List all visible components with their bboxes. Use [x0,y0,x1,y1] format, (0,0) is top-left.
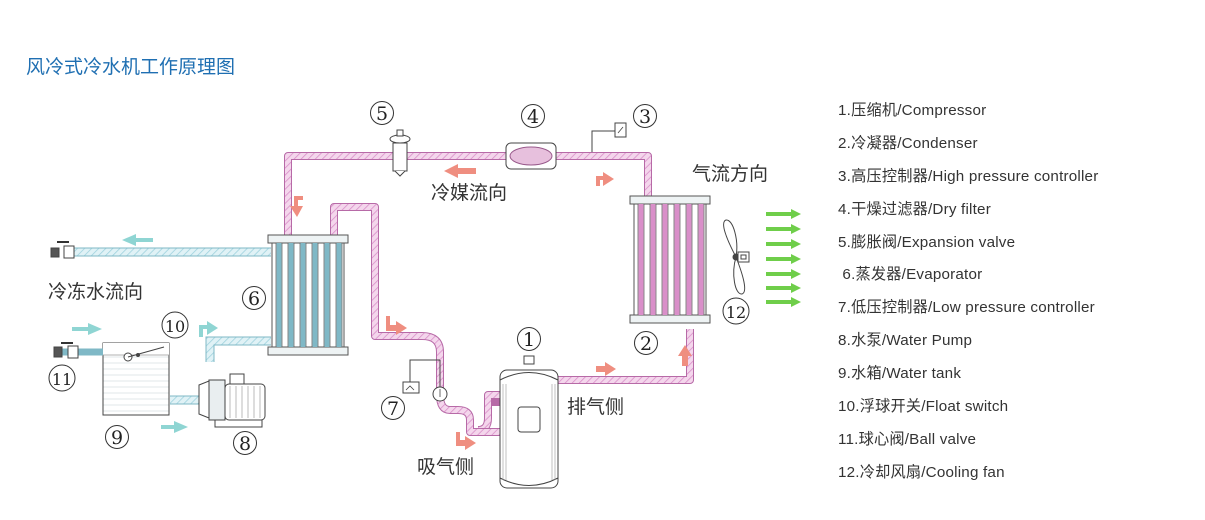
legend-item: 1.压缩机/Compressor [838,102,987,119]
callout-evaporator: 6 [248,288,260,310]
compressor [499,355,559,489]
legend-item: 8.水泵/Water Pump [838,332,973,350]
page-title: 风冷式冷水机工作原理图 [26,56,236,78]
callout-float-switch: 10 [165,317,185,336]
callout-ball-valve: 11 [52,370,72,389]
legend-item: 3.高压控制器/High pressure controller [838,167,1099,185]
suction-side-label: 吸气侧 [417,456,474,478]
refrigerant-flow-arrows [290,164,692,450]
callout-dry-filter: 4 [527,106,539,128]
callout-low-pressure-controller: 7 [387,398,399,420]
legend-item: 5.膨胀阀/Expansion valve [838,233,1016,251]
air-flow-label: 气流方向 [692,163,768,185]
callout-water-tank: 9 [111,427,123,449]
water-flow-arrows [72,234,218,433]
chilled-water-flow-label: 冷冻水流向 [48,281,143,303]
callout-high-pressure-controller: 3 [639,106,651,128]
callouts [48,101,750,455]
high-pressure-controller [591,122,627,152]
cooling-fan [723,219,750,295]
legend-item: 11.球心阀/Ball valve [838,430,977,448]
legend-item: 2.冷凝器/Condenser [838,134,978,152]
component-legend: 1.压缩机/Compressor 2.冷凝器/Condenser 3.高压控制器… [838,100,1098,495]
evaporator [267,234,349,356]
legend-item: 10.浮球开关/Float switch [838,398,1009,416]
refrigerant-pipes [284,152,694,436]
chilled-water-outlet-valve [50,241,75,259]
discharge-side-label: 排气侧 [567,396,624,418]
low-pressure-controller [402,359,448,402]
callout-compressor: 1 [523,329,535,351]
legend-item: 9.水箱/Water tank [838,365,962,383]
callout-expansion-valve: 5 [376,103,388,125]
callout-condenser: 2 [640,333,652,355]
legend-item: 7.低压控制器/Low pressure controller [838,299,1095,317]
dry-filter [505,142,557,170]
legend-item: 12.冷却风扇/Cooling fan [838,463,1005,481]
refrigerant-flow-label: 冷媒流向 [431,182,507,204]
ball-valve [53,342,103,359]
expansion-valve [389,129,411,177]
legend-item: 4.干燥过滤器/Dry filter [838,200,991,218]
water-pump [198,373,266,428]
water-pipes [72,247,271,405]
callout-water-pump: 8 [239,433,251,455]
legend-item: 6.蒸发器/Evaporator [838,266,983,284]
water-tank [102,342,170,416]
air-flow-arrows [766,209,801,307]
condenser [629,195,711,324]
callout-cooling-fan: 12 [726,303,746,322]
